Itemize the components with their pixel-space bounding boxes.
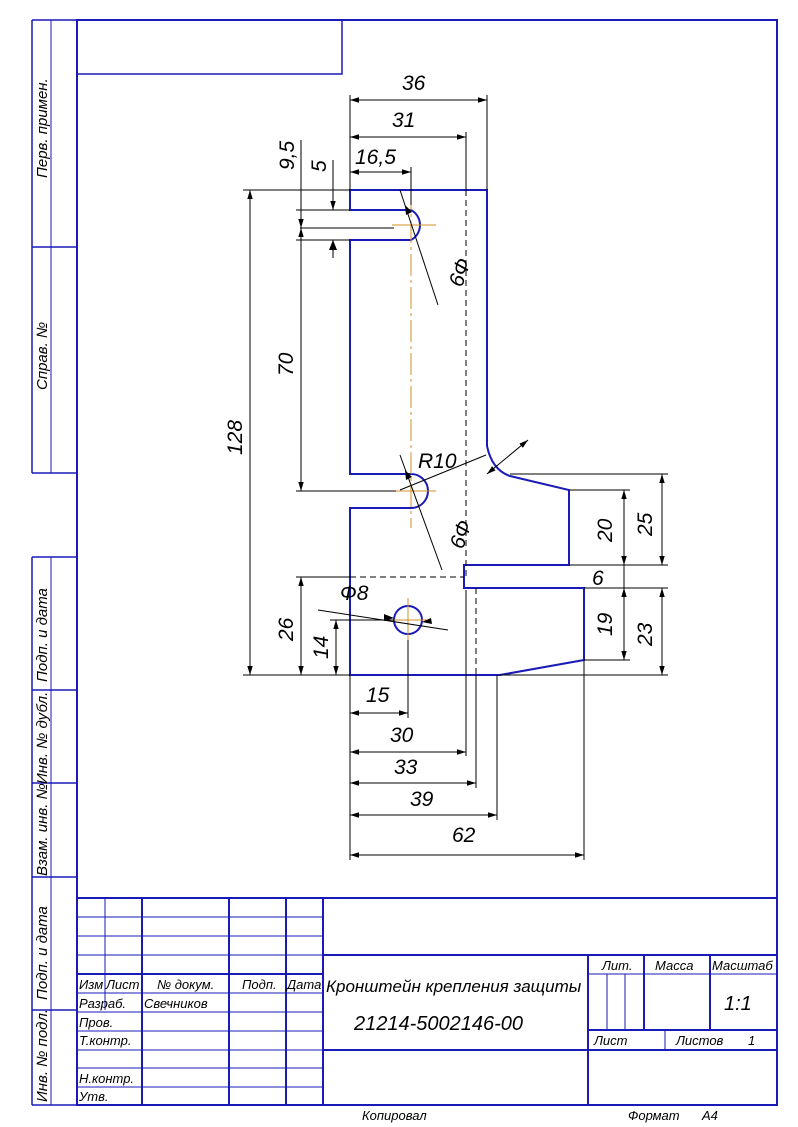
label-podp-data-2: Подп. и дата bbox=[34, 906, 51, 1000]
dim-6f-top: 6Ф bbox=[445, 255, 476, 289]
side-labels: Перв. примен. Справ. № Подп. и дата Инв.… bbox=[34, 78, 51, 1102]
tb-utv: Утв. bbox=[78, 1089, 109, 1104]
label-sprav: Справ. № bbox=[34, 322, 51, 390]
label-vzam-inv: Взам. инв. № bbox=[34, 783, 51, 876]
footer-format-value: А4 bbox=[701, 1108, 718, 1123]
title-block-texts: Изм Лист № докум. Подп. Дата Разраб. Све… bbox=[78, 958, 773, 1104]
tb-razrab: Разраб. bbox=[79, 996, 126, 1011]
dim-f8: Ф8 bbox=[340, 582, 369, 605]
tb-izm: Изм bbox=[79, 977, 103, 992]
dim-26: 26 bbox=[275, 617, 298, 642]
tb-razrab-name: Свечников bbox=[144, 996, 208, 1011]
dim-31: 31 bbox=[392, 109, 415, 132]
dim-23: 23 bbox=[634, 622, 657, 647]
tb-title: Кронштейн крепления защиты bbox=[326, 977, 582, 996]
dim-33: 33 bbox=[394, 756, 418, 779]
tb-prov: Пров. bbox=[79, 1015, 113, 1030]
dim-20: 20 bbox=[594, 518, 617, 543]
tb-data: Дата bbox=[285, 977, 321, 992]
hidden-lines bbox=[350, 190, 477, 675]
tb-lit: Лит. bbox=[601, 958, 632, 973]
footer: Копировал Формат А4 bbox=[362, 1108, 718, 1123]
center-lines bbox=[386, 188, 436, 642]
dim-15: 15 bbox=[366, 684, 390, 707]
dim-19: 19 bbox=[594, 612, 617, 636]
tb-sheet: Лист bbox=[593, 1033, 628, 1048]
sheet-frame bbox=[31, 19, 778, 1106]
tb-tkontr: Т.контр. bbox=[79, 1033, 131, 1048]
tb-scale: 1:1 bbox=[724, 993, 752, 1015]
tb-sheets: Листов bbox=[675, 1033, 724, 1048]
dim-9-5: 9,5 bbox=[276, 140, 299, 170]
label-perv-primen: Перв. примен. bbox=[34, 78, 51, 178]
footer-kopiroval: Копировал bbox=[362, 1108, 427, 1123]
label-inv-podl: Инв. № подл. bbox=[34, 1009, 51, 1102]
tb-massa: Масса bbox=[655, 958, 693, 973]
top-left-box bbox=[76, 19, 343, 75]
dim-39: 39 bbox=[410, 788, 434, 811]
dim-6f-mid: 6Ф bbox=[446, 517, 477, 551]
dim-30: 30 bbox=[390, 724, 414, 747]
tb-list: Лист bbox=[105, 977, 140, 992]
tb-sheets-count: 1 bbox=[748, 1033, 755, 1048]
tb-podp: Подп. bbox=[242, 977, 277, 992]
dimensions: 36 31 16,5 9,5 5 70 128 26 14 bbox=[224, 72, 668, 860]
dim-70: 70 bbox=[275, 352, 298, 376]
footer-format: Формат bbox=[628, 1108, 680, 1123]
label-podp-data-1: Подп. и дата bbox=[34, 588, 51, 682]
tb-code: 21214-5002146-00 bbox=[353, 1013, 523, 1035]
dim-r10: R10 bbox=[418, 450, 457, 473]
dim-14: 14 bbox=[310, 636, 333, 659]
dim-62: 62 bbox=[452, 824, 476, 847]
tb-masshtab: Масштаб bbox=[712, 958, 773, 973]
dim-16-5: 16,5 bbox=[355, 146, 396, 169]
dim-128: 128 bbox=[224, 420, 247, 455]
dim-25: 25 bbox=[634, 512, 657, 537]
dim-6: 6 bbox=[592, 567, 604, 590]
tb-nkontr: Н.контр. bbox=[79, 1071, 134, 1086]
dim-36: 36 bbox=[402, 72, 426, 95]
label-inv-dubl: Инв. № дубл. bbox=[34, 692, 51, 784]
tb-dokum: № докум. bbox=[157, 977, 214, 992]
dim-5: 5 bbox=[308, 160, 331, 172]
title-block bbox=[77, 897, 777, 1105]
